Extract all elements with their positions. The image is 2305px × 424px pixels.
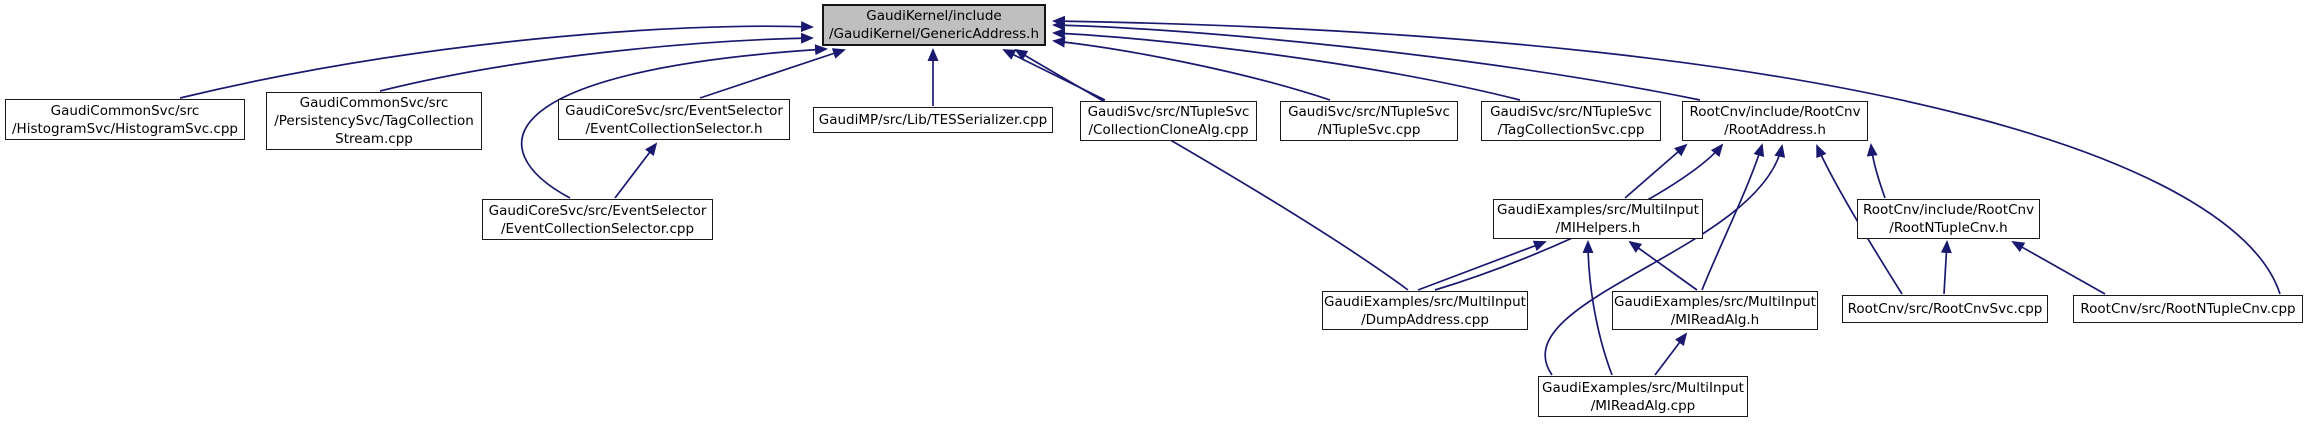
node-label-line: GaudiSvc/src/NTupleSvc — [1490, 104, 1652, 120]
node-rootntuplecnv-h[interactable]: RootCnv/include/RootCnv /RootNTupleCnv.h — [1857, 199, 2040, 239]
node-label-line: /HistogramSvc/HistogramSvc.cpp — [12, 120, 238, 137]
node-label-line: /CollectionCloneAlg.cpp — [1088, 122, 1249, 138]
node-label-line: RootCnv/include/RootCnv — [1689, 104, 1861, 120]
node-dumpaddress-cpp[interactable]: GaudiExamples/src/MultiInput /DumpAddres… — [1322, 291, 1528, 330]
node-label-line: /MIReadAlg.cpp — [1590, 397, 1696, 414]
node-label-line: /NTupleSvc.cpp — [1317, 122, 1421, 138]
node-collectionclonealg-cpp[interactable]: GaudiSvc/src/NTupleSvc /CollectionCloneA… — [1080, 101, 1257, 141]
node-label-line: GaudiSvc/src/NTupleSvc — [1087, 104, 1250, 120]
node-label-line: GaudiSvc/src/NTupleSvc — [1288, 104, 1450, 120]
node-label-line: GaudiCoreSvc/src/EventSelector — [565, 102, 783, 119]
node-tagcollectionstream-cpp[interactable]: GaudiCommonSvc/src /PersistencySvc/TagCo… — [266, 92, 482, 150]
node-label-line: GaudiMP/src/Lib/TESSerializer.cpp — [818, 112, 1048, 128]
node-tagcollectionsvc-cpp[interactable]: GaudiSvc/src/NTupleSvc /TagCollectionSvc… — [1481, 101, 1661, 141]
node-label-line: /MIReadAlg.h — [1670, 311, 1760, 328]
node-tesserializer-cpp[interactable]: GaudiMP/src/Lib/TESSerializer.cpp — [813, 107, 1053, 133]
node-rootaddress-h[interactable]: RootCnv/include/RootCnv /RootAddress.h — [1682, 101, 1868, 141]
node-eventcollectionselector-h[interactable]: GaudiCoreSvc/src/EventSelector /EventCol… — [558, 99, 790, 140]
node-label-line: GaudiCommonSvc/src — [50, 102, 200, 119]
node-label-line: /EventCollectionSelector.h — [585, 120, 763, 137]
node-label-line: /MIHelpers.h — [1555, 220, 1641, 236]
node-ntuplesvc-cpp[interactable]: GaudiSvc/src/NTupleSvc /NTupleSvc.cpp — [1280, 101, 1458, 141]
node-label-line: GaudiExamples/src/MultiInput — [1542, 379, 1744, 396]
node-label-line: /PersistencySvc/TagCollection — [274, 113, 474, 129]
node-label-line: RootCnv/src/RootNTupleCnv.cpp — [2080, 301, 2296, 317]
node-label-line: /DumpAddress.cpp — [1361, 311, 1489, 328]
node-mihelpers-h[interactable]: GaudiExamples/src/MultiInput /MIHelpers.… — [1493, 199, 1703, 239]
node-label-line: GaudiExamples/src/MultiInput — [1614, 293, 1816, 310]
node-label-line: /EventCollectionSelector.cpp — [500, 220, 695, 237]
node-label-line: GaudiKernel/include — [866, 8, 1002, 24]
node-rootcnvsvc-cpp[interactable]: RootCnv/src/RootCnvSvc.cpp — [1842, 295, 2048, 323]
node-label-line: GaudiCoreSvc/src/EventSelector — [488, 202, 707, 219]
node-label-line: GaudiExamples/src/MultiInput — [1324, 293, 1526, 310]
node-label-line: GaudiExamples/src/MultiInput — [1497, 202, 1699, 218]
node-generic-address-h[interactable]: GaudiKernel/include /GaudiKernel/Generic… — [822, 4, 1046, 46]
node-label-line: GaudiCommonSvc/src — [299, 95, 449, 111]
node-mireadalg-cpp[interactable]: GaudiExamples/src/MultiInput /MIReadAlg.… — [1538, 376, 1748, 417]
node-eventcollectionselector-cpp[interactable]: GaudiCoreSvc/src/EventSelector /EventCol… — [482, 199, 713, 240]
node-mireadalg-h[interactable]: GaudiExamples/src/MultiInput /MIReadAlg.… — [1612, 291, 1818, 330]
node-label-line: /RootAddress.h — [1724, 122, 1826, 138]
node-label-line: /RootNTupleCnv.h — [1889, 220, 2008, 236]
node-label-line: /TagCollectionSvc.cpp — [1497, 122, 1645, 138]
node-rootntuplecnv-cpp[interactable]: RootCnv/src/RootNTupleCnv.cpp — [2073, 295, 2303, 323]
node-label-line: RootCnv/src/RootCnvSvc.cpp — [1847, 301, 2043, 317]
node-label-line: Stream.cpp — [335, 131, 413, 147]
node-label-line: /GaudiKernel/GenericAddress.h — [828, 26, 1040, 42]
node-histogramsvc-cpp[interactable]: GaudiCommonSvc/src /HistogramSvc/Histogr… — [5, 99, 245, 140]
node-label-line: RootCnv/include/RootCnv — [1862, 202, 2035, 218]
